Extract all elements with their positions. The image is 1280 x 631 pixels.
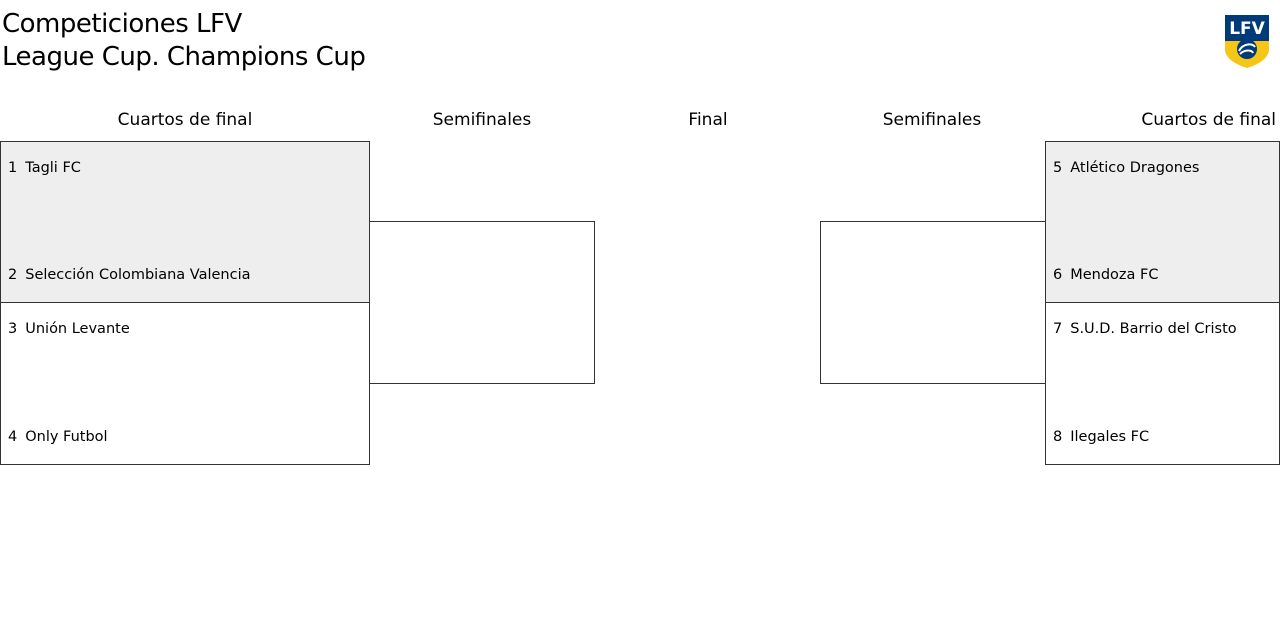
seed: 8 xyxy=(1053,429,1063,445)
team-slot[interactable]: 8 Ilegales FC xyxy=(1053,429,1149,445)
seed: 5 xyxy=(1053,160,1063,176)
team-slot[interactable]: 7 S.U.D. Barrio del Cristo xyxy=(1053,321,1237,337)
page-title: Competiciones LFV xyxy=(2,9,242,39)
round-label-quarterfinals-right: Cuartos de final xyxy=(1141,110,1276,130)
lfv-logo-icon: LFV xyxy=(1225,15,1269,68)
seed: 6 xyxy=(1053,267,1063,283)
team-slot[interactable]: 4 Only Futbol xyxy=(8,429,108,445)
round-label-final: Final xyxy=(688,110,728,130)
page-subtitle: League Cup. Champions Cup xyxy=(2,42,366,72)
match-sf-left[interactable] xyxy=(369,221,595,384)
team-name: Atlético Dragones xyxy=(1070,160,1200,176)
seed: 4 xyxy=(8,429,18,445)
team-slot[interactable]: 3 Unión Levante xyxy=(8,321,130,337)
round-label-semifinals-right: Semifinales xyxy=(882,110,982,130)
team-name: Tagli FC xyxy=(25,160,81,176)
seed: 7 xyxy=(1053,321,1063,337)
team-slot[interactable]: 6 Mendoza FC xyxy=(1053,267,1159,283)
team-name: Only Futbol xyxy=(25,429,108,445)
match-qf-2[interactable]: 3 Unión Levante 4 Only Futbol xyxy=(0,302,370,465)
team-slot[interactable]: 1 Tagli FC xyxy=(8,160,81,176)
team-name: Unión Levante xyxy=(25,321,130,337)
match-qf-3[interactable]: 5 Atlético Dragones 6 Mendoza FC xyxy=(1045,141,1280,303)
svg-text:LFV: LFV xyxy=(1229,19,1265,39)
team-slot[interactable]: 5 Atlético Dragones xyxy=(1053,160,1199,176)
seed: 1 xyxy=(8,160,18,176)
seed: 3 xyxy=(8,321,18,337)
team-name: Selección Colombiana Valencia xyxy=(25,267,251,283)
match-qf-1[interactable]: 1 Tagli FC 2 Selección Colombiana Valencia xyxy=(0,141,370,303)
match-qf-4[interactable]: 7 S.U.D. Barrio del Cristo 8 Ilegales FC xyxy=(1045,302,1280,465)
round-label-quarterfinals-left: Cuartos de final xyxy=(117,110,253,130)
team-slot[interactable]: 2 Selección Colombiana Valencia xyxy=(8,267,250,283)
round-label-semifinals-left: Semifinales xyxy=(432,110,532,130)
team-name: Ilegales FC xyxy=(1070,429,1150,445)
team-name: S.U.D. Barrio del Cristo xyxy=(1070,321,1237,337)
match-sf-right[interactable] xyxy=(820,221,1046,384)
team-name: Mendoza FC xyxy=(1070,267,1159,283)
seed: 2 xyxy=(8,267,18,283)
